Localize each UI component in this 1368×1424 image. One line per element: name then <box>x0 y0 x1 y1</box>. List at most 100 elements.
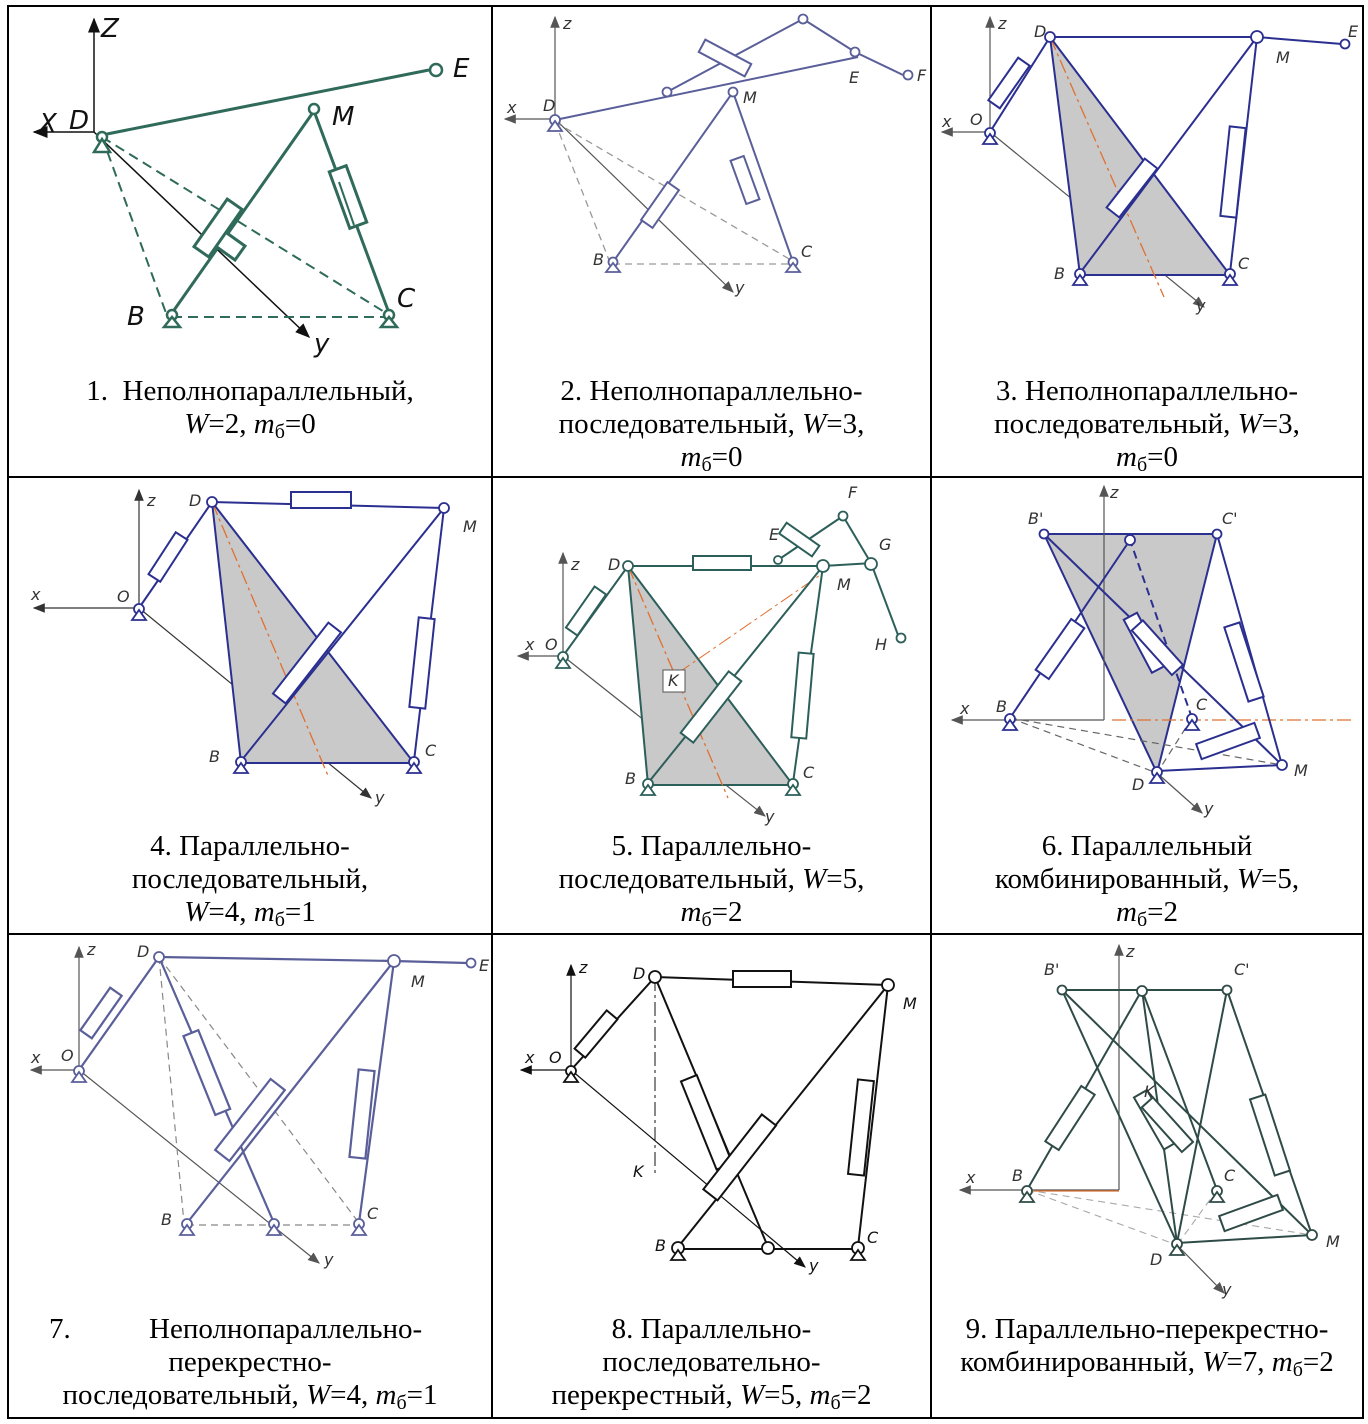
svg-text:y: y <box>808 1256 819 1275</box>
caption-2: 2. Неполнопараллельно- последовательный,… <box>558 375 865 476</box>
svg-text:M: M <box>1294 761 1308 780</box>
svg-text:D: D <box>543 96 555 115</box>
svg-text:C: C <box>803 763 815 782</box>
svg-text:O: O <box>117 587 130 606</box>
svg-text:D: D <box>608 555 620 574</box>
caption-8: 8. Параллельно- последовательно- перекре… <box>551 1313 872 1414</box>
label-m: M <box>332 102 354 132</box>
table-border-right <box>1362 5 1364 1419</box>
k-label-box <box>662 669 686 693</box>
mechanism-diagram-8: z x O D M K B C y <box>519 958 917 1275</box>
mechanism-diagram-9: z x B' C' B C K M D y <box>958 942 1340 1299</box>
caption-6: 6. Параллельный комбинированный, W=5, mб… <box>994 830 1300 931</box>
svg-text:M: M <box>463 517 477 536</box>
links-2 <box>554 18 904 263</box>
label-e: E <box>453 54 470 84</box>
svg-text:y: y <box>323 1250 334 1269</box>
label-b: B <box>127 302 145 332</box>
svg-text:K: K <box>1144 1082 1156 1101</box>
svg-text:E: E <box>769 525 780 544</box>
table-border-col2 <box>930 5 932 1419</box>
svg-text:D: D <box>189 491 201 510</box>
links-1 <box>101 68 430 314</box>
joints-1 <box>91 62 444 329</box>
svg-text:O: O <box>545 635 558 654</box>
label-z: Z <box>100 14 120 44</box>
platform-triangle-3 <box>1048 33 1233 276</box>
mechanism-cell-9: z x B' C' B C K M D y 9. Параллельно-пер… <box>932 935 1362 1417</box>
caption-9: 9. Параллельно-перекрестно- комбинирован… <box>960 1313 1334 1381</box>
svg-text:y: y <box>1203 799 1214 818</box>
table-border-left <box>7 5 9 1419</box>
svg-text:B: B <box>996 697 1007 716</box>
svg-text:z: z <box>146 491 156 510</box>
svg-text:B: B <box>1012 1166 1023 1185</box>
caption-4: 4. Параллельно- последовательный, W=4, m… <box>131 830 369 931</box>
svg-text:D: D <box>137 942 149 961</box>
svg-text:M: M <box>743 88 757 107</box>
svg-text:D: D <box>1034 22 1046 41</box>
svg-text:B: B <box>1054 264 1065 283</box>
svg-text:y: y <box>734 278 745 297</box>
svg-text:G: G <box>879 535 891 554</box>
svg-text:B: B <box>209 747 220 766</box>
svg-text:z: z <box>1109 483 1119 502</box>
svg-text:x: x <box>965 1168 976 1187</box>
mechanism-diagram-5: z x O D E F G H M K B C y <box>516 483 907 826</box>
mechanism-diagram-7: z x O D E M B C y <box>29 940 490 1269</box>
link-de <box>101 68 430 137</box>
svg-text:z: z <box>570 555 580 574</box>
svg-text:x: x <box>30 585 41 604</box>
svg-text:y: y <box>1195 296 1206 315</box>
svg-text:E: E <box>849 68 860 87</box>
svg-text:B': B' <box>1044 960 1059 979</box>
mechanism-cell-7: z x O D E M B C y 7.Неполнопараллельно- … <box>9 935 491 1417</box>
caption-7: 7.Неполнопараллельно- перекрестно- после… <box>49 1313 438 1414</box>
svg-text:x: x <box>524 1048 535 1067</box>
mechanism-diagram-3: z x O D E M B C y <box>940 14 1359 315</box>
svg-text:F: F <box>917 66 927 85</box>
label-c: C <box>397 284 416 314</box>
svg-text:C: C <box>801 242 813 261</box>
svg-text:C': C' <box>1234 960 1250 979</box>
mechanism-diagram-2: z x D E F M B C y <box>503 13 927 297</box>
cylinder-b <box>191 196 245 260</box>
label-x: X <box>37 109 58 139</box>
svg-text:x: x <box>941 112 952 131</box>
table-border-top <box>7 5 1364 7</box>
svg-text:B: B <box>593 250 604 269</box>
svg-text:C: C <box>1224 1166 1236 1185</box>
svg-text:x: x <box>524 635 535 654</box>
svg-text:O: O <box>61 1046 74 1065</box>
mechanism-diagram-4: z x O D M B C y <box>30 488 477 807</box>
mechanism-diagram-6: z x B' C' B C M D y <box>950 483 1352 818</box>
svg-text:z: z <box>578 958 588 977</box>
svg-text:x: x <box>506 98 517 117</box>
svg-text:F: F <box>848 483 858 502</box>
svg-text:E: E <box>479 956 490 975</box>
svg-text:B: B <box>161 1210 172 1229</box>
mechanism-cell-3: z x O D E M B C y 3. Неполнопараллельно-… <box>932 7 1362 476</box>
svg-text:C: C <box>367 1204 379 1223</box>
caption-3: 3. Неполнопараллельно- последовательный,… <box>994 375 1300 476</box>
joint-e <box>428 62 444 78</box>
mechanism-cell-2: z x D E F M B C y 2. Неполнопараллельно-… <box>493 7 930 476</box>
svg-text:M: M <box>411 972 425 991</box>
svg-text:C': C' <box>1222 509 1238 528</box>
svg-text:z: z <box>86 940 96 959</box>
table-border-col1 <box>491 5 493 1419</box>
mechanism-diagram-1: Z X D E M B C y <box>32 14 470 359</box>
svg-text:C: C <box>867 1228 879 1247</box>
mechanism-cell-4: z x O D M B C y 4. Параллельно- последов… <box>9 478 491 933</box>
axes-2 <box>503 15 734 293</box>
svg-text:D: D <box>1150 1250 1162 1269</box>
svg-text:x: x <box>959 699 970 718</box>
svg-text:x: x <box>30 1048 41 1067</box>
svg-text:O: O <box>549 1048 562 1067</box>
caption-1: 1. Неполнопараллельный, W=2, mб=0 <box>86 375 414 443</box>
mechanism-cell-6: z x B' C' B C M D y 6. Параллельный комб… <box>932 478 1362 933</box>
svg-text:B': B' <box>1028 509 1043 528</box>
svg-text:M: M <box>903 994 917 1013</box>
svg-text:M: M <box>1326 1232 1340 1251</box>
svg-text:B: B <box>625 769 636 788</box>
